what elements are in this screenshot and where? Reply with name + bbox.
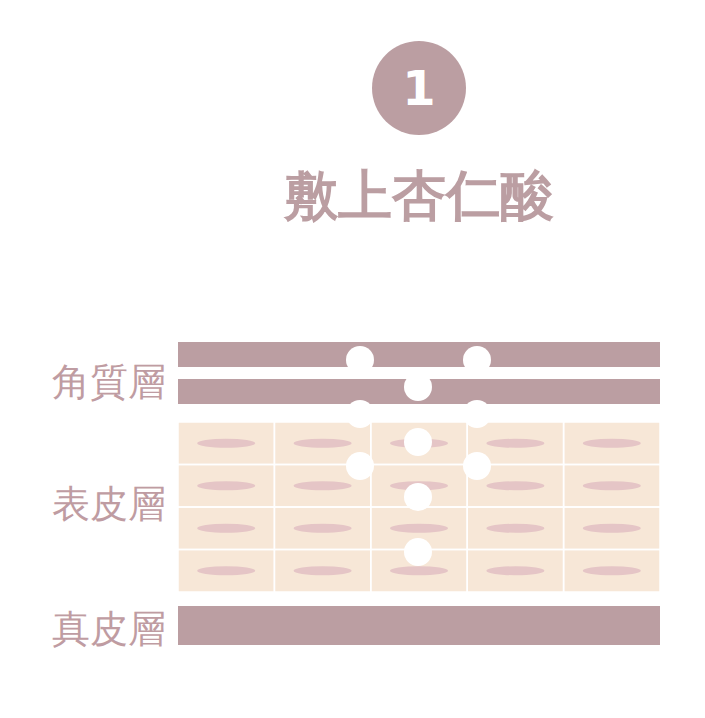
number-badge: 1 bbox=[372, 41, 466, 135]
dermis-band bbox=[178, 606, 660, 645]
corneum-band bbox=[178, 342, 660, 367]
epidermis-cells bbox=[178, 422, 660, 592]
callout-number: 1 bbox=[402, 64, 435, 112]
layer-label: 真皮層 bbox=[52, 609, 166, 651]
acid-dots bbox=[346, 346, 491, 566]
title: 敷上杏仁酸 bbox=[284, 160, 554, 233]
layer-label: 角質層 bbox=[52, 362, 166, 404]
epidermis-band bbox=[178, 422, 660, 592]
layer-label: 表皮層 bbox=[52, 484, 166, 526]
